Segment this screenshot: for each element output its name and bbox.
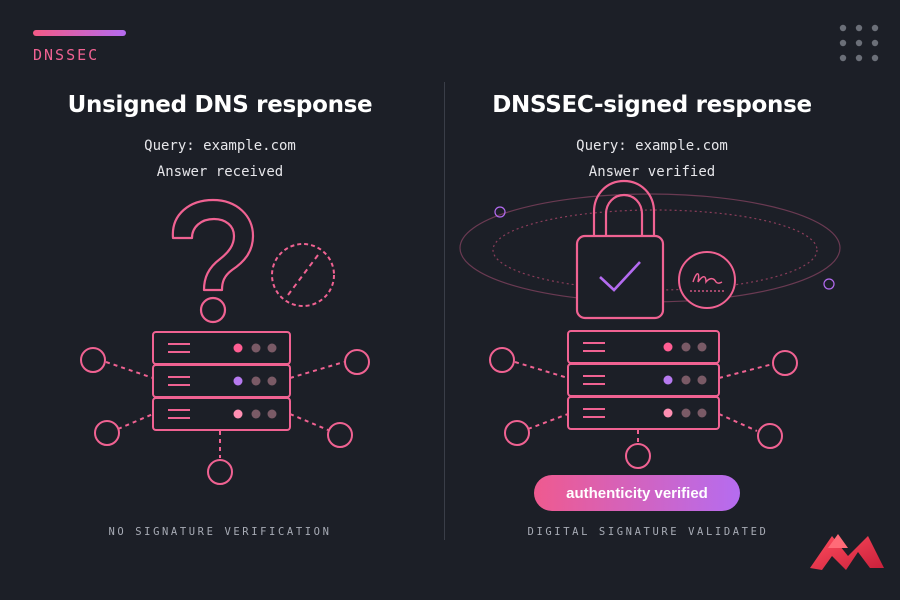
left-caption: NO SIGNATURE VERIFICATION — [108, 526, 332, 538]
right-query-text: Query: example.com — [576, 138, 728, 154]
authenticity-badge: authenticity verified — [534, 475, 740, 511]
left-server-lights — [233, 343, 277, 419]
left-status-text: Answer received — [156, 164, 284, 180]
left-panel-title: Unsigned DNS response — [67, 92, 373, 118]
signature-seal-icon — [678, 251, 736, 309]
question-mark-icon — [171, 198, 255, 324]
padlock-icon — [575, 179, 665, 320]
right-server-lights — [663, 342, 707, 418]
right-panel-title: DNSSEC-signed response — [492, 92, 812, 118]
left-query-text: Query: example.com — [144, 138, 296, 154]
right-caption: DIGITAL SIGNATURE VALIDATED — [527, 526, 769, 538]
panel-divider — [444, 82, 445, 540]
right-server-rack-icon — [489, 330, 798, 469]
left-server-rack-icon — [80, 331, 370, 485]
tag-label: DNSSEC — [33, 46, 100, 64]
brand-logo-icon — [810, 534, 884, 570]
broken-seal-icon — [271, 243, 335, 307]
tag-accent-bar — [33, 30, 126, 36]
right-status-text: Answer verified — [588, 164, 716, 180]
dots-grid-icon — [839, 24, 879, 62]
